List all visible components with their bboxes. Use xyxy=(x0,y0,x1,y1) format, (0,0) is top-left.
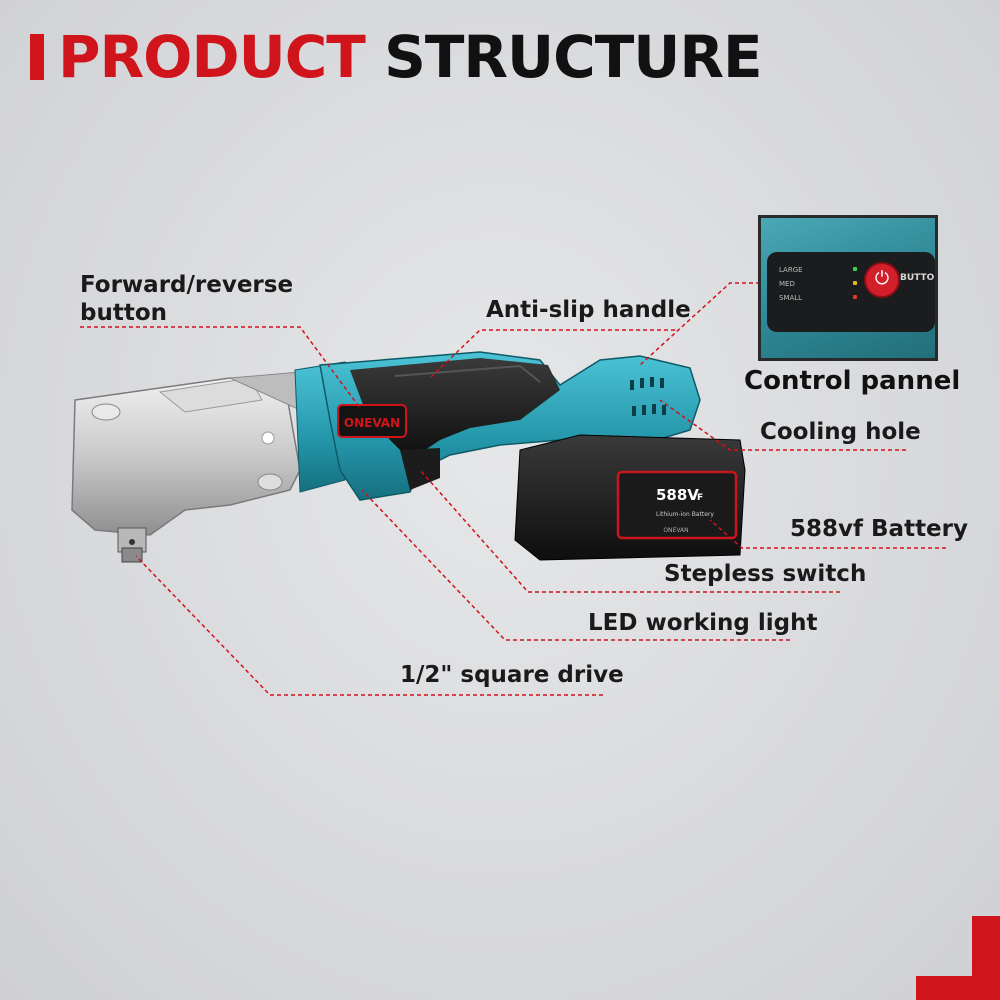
callout-forward-reverse-line1: Forward/reverse xyxy=(80,272,294,298)
callout-battery: 588vf Battery xyxy=(790,516,968,542)
speed-row-large: LARGE xyxy=(779,266,803,274)
battery-pack: 588V F Lithium-ion Battery ONEVAN xyxy=(514,434,746,561)
callout-stepless: Stepless switch xyxy=(664,561,867,587)
leader-battery xyxy=(709,519,946,549)
led-indicator-icon xyxy=(853,267,857,271)
speed-row-med: MED xyxy=(779,280,795,288)
leader-drive xyxy=(135,555,603,696)
leader-anti-slip xyxy=(429,329,675,379)
gear-head xyxy=(71,371,323,536)
leader-cooling xyxy=(659,399,906,451)
title-red-word: PRODUCT xyxy=(58,23,366,91)
speed-row-small: SMALL xyxy=(779,294,803,302)
control-panel-inset: LARGE MED SMALL ⏻ BUTTON xyxy=(758,215,938,361)
page-title: PRODUCT STRUCTURE xyxy=(58,22,763,92)
battery-brand-text: ONEVAN xyxy=(663,527,688,534)
callout-cooling: Cooling hole xyxy=(760,419,921,445)
brand-logo-text: ONEVAN xyxy=(344,416,400,430)
callout-drive: 1/2" square drive xyxy=(400,662,624,688)
corner-accent-icon xyxy=(916,916,1000,1000)
leader-control-panel xyxy=(639,282,760,366)
callout-forward-reverse: Forward/reverse button xyxy=(80,271,293,327)
square-drive xyxy=(117,527,147,563)
battery-model-text: 588V xyxy=(656,486,699,504)
leader-stepless xyxy=(419,469,840,593)
power-icon: ⏻ xyxy=(864,262,900,298)
callout-anti-slip: Anti-slip handle xyxy=(486,297,691,323)
battery-type-text: Lithium-ion Battery xyxy=(656,511,714,518)
inset-caption: Control pannel xyxy=(744,366,961,396)
title-black-word: STRUCTURE xyxy=(384,23,763,91)
battery-suffix-text: F xyxy=(697,493,703,503)
tool-body: ONEVAN xyxy=(294,351,701,501)
title-accent-bar xyxy=(30,34,44,80)
led-indicator-icon xyxy=(853,281,857,285)
leader-lines xyxy=(80,282,946,696)
led-indicator-icon xyxy=(853,295,857,299)
callout-forward-reverse-line2: button xyxy=(80,300,168,326)
callout-led: LED working light xyxy=(588,610,818,636)
leader-forward-reverse xyxy=(80,326,361,409)
button-label: BUTTON xyxy=(900,273,938,283)
leader-led xyxy=(361,489,790,641)
control-panel: LARGE MED SMALL ⏻ BUTTON xyxy=(767,252,935,332)
